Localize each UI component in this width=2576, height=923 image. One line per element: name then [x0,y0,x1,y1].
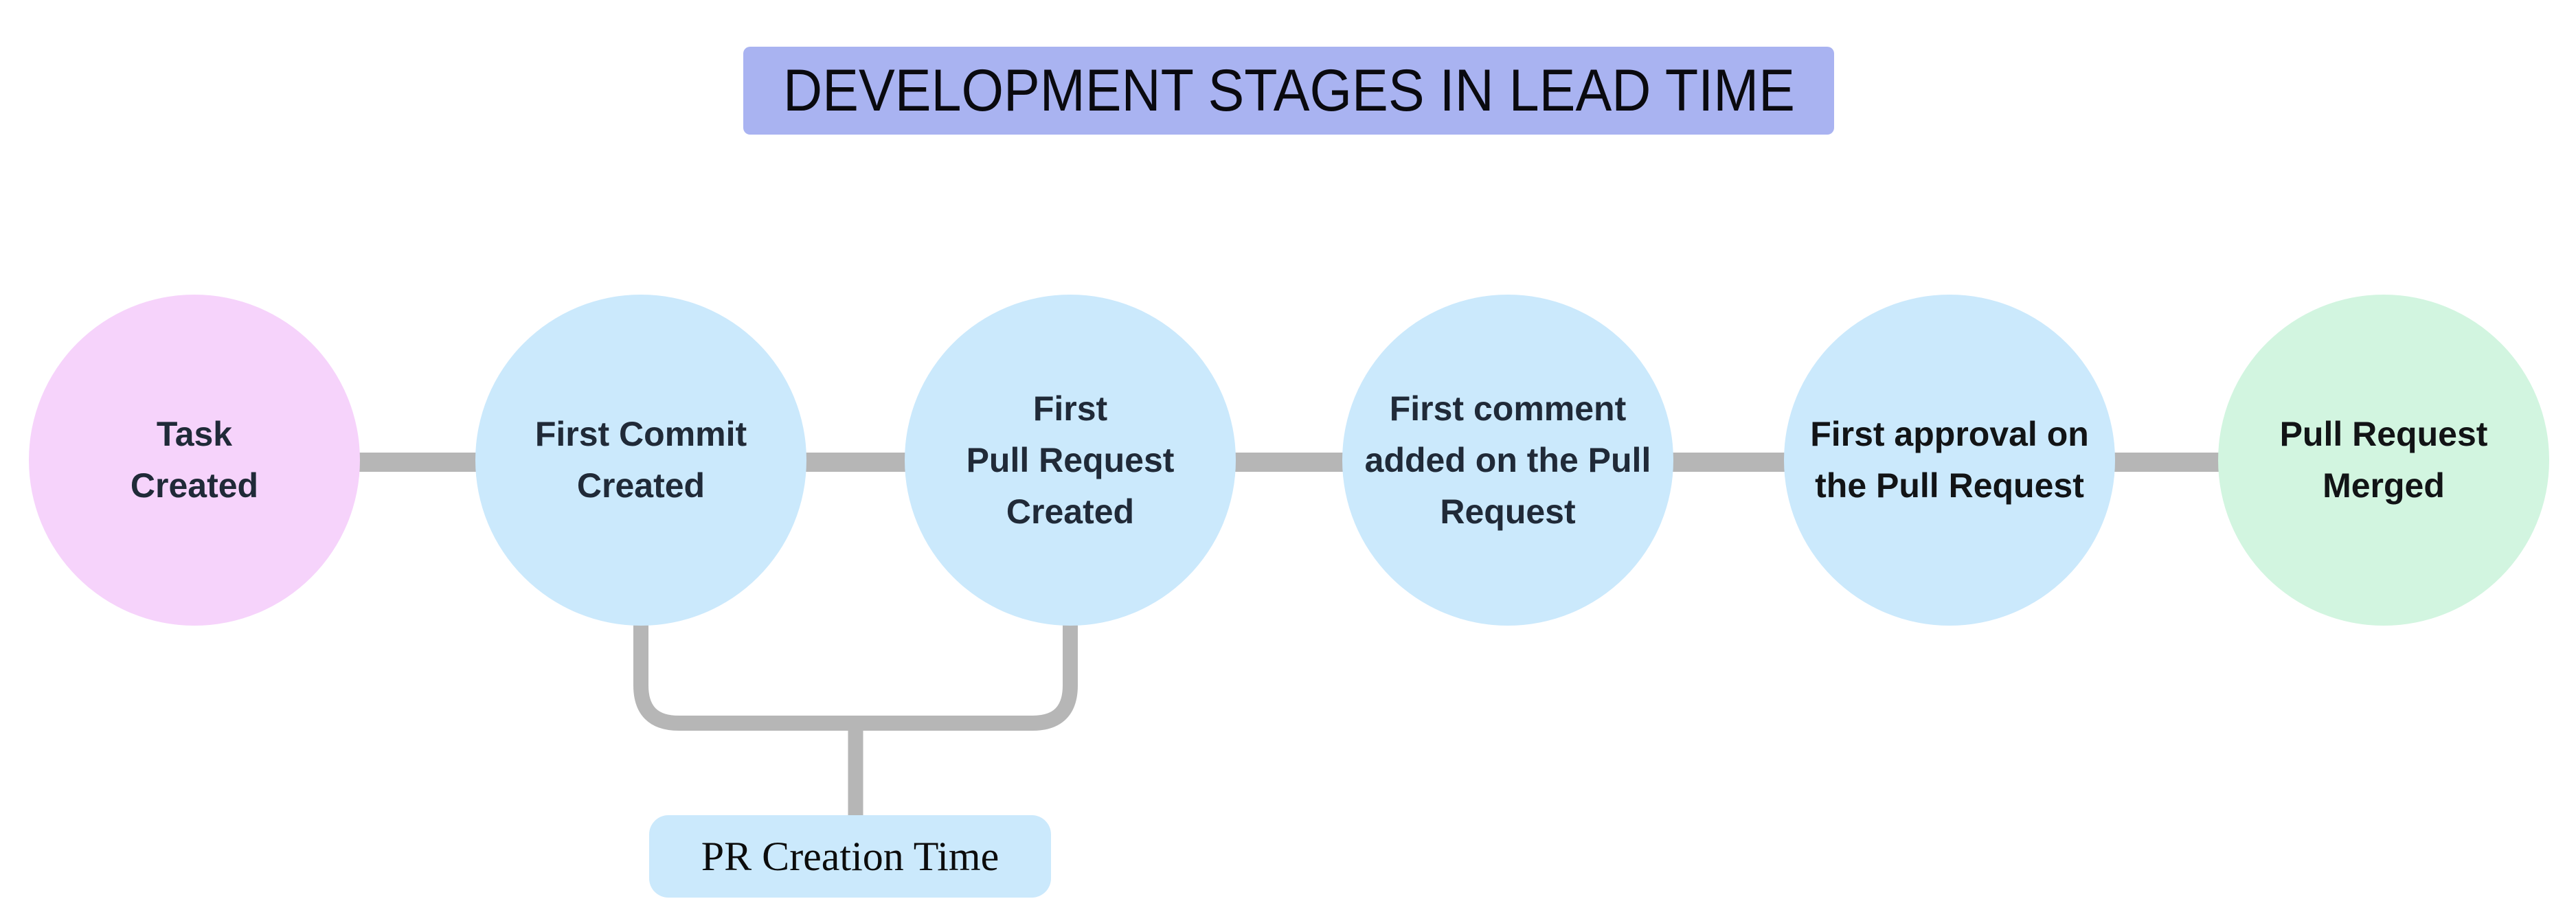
stage-first-approval: First approval on the Pull Request [1784,295,2115,626]
stage-first-pull-request-created: First Pull Request Created [905,295,1236,626]
stage-label: Task Created [130,415,259,505]
diagram-title: DEVELOPMENT STAGES IN LEAD TIME [782,57,1795,124]
stage-task-created: Task Created [29,295,360,626]
pr-creation-time-label-box: PR Creation Time [649,815,1051,898]
stage-pull-request-merged: Pull Request Merged [2218,295,2549,626]
stage-label: Pull Request Merged [2279,415,2488,505]
stage-label: First Pull Request Created [966,389,1175,531]
pr-creation-time-label: PR Creation Time [701,833,999,879]
stage-label: First Commit Created [534,415,747,505]
stage-label: First approval on the Pull Request [1810,415,2089,505]
stage-label: First comment added on the Pull Request [1364,389,1651,531]
stage-first-comment-added: First comment added on the Pull Request [1342,295,1673,626]
stage-first-commit-created: First Commit Created [475,295,806,626]
diagram-title-box: DEVELOPMENT STAGES IN LEAD TIME [743,47,1834,135]
